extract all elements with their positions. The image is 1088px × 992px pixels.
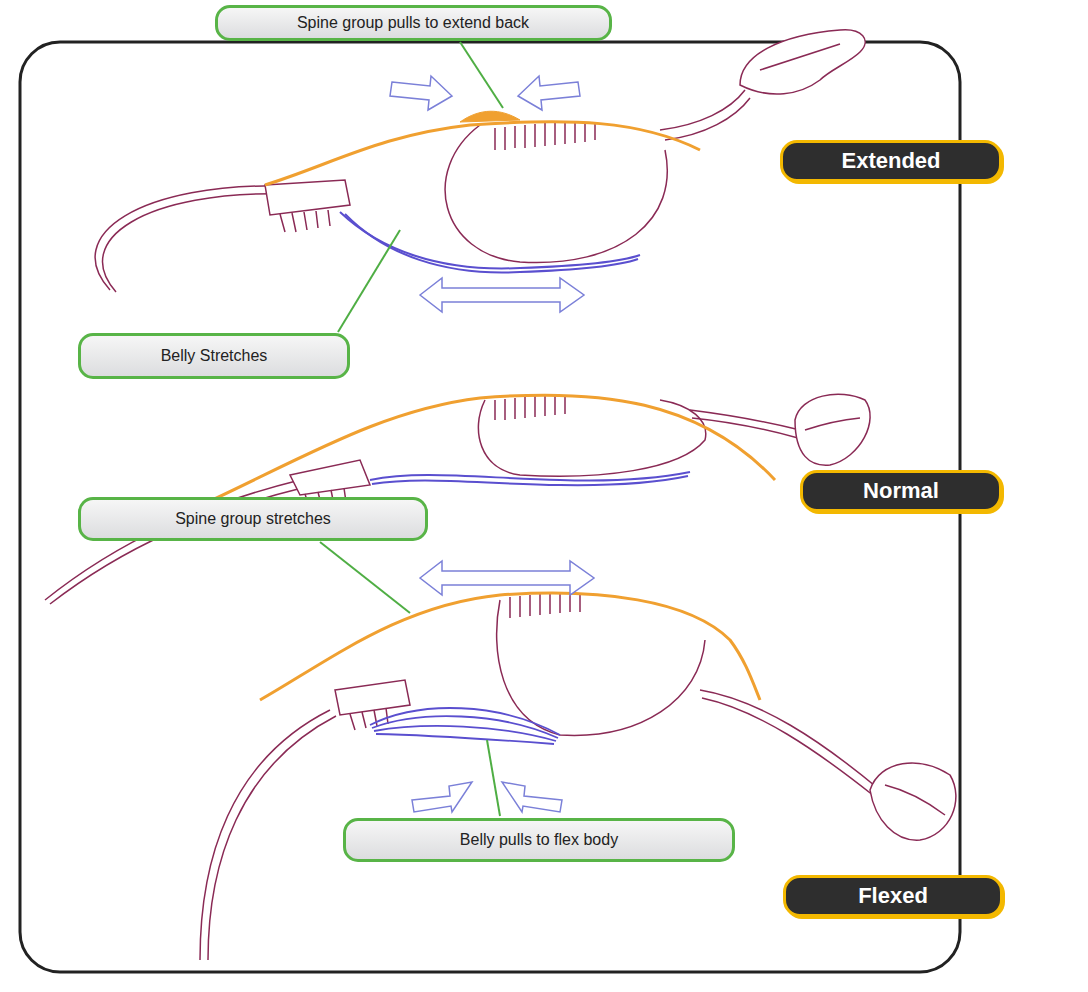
- normal-skeleton: [45, 394, 870, 604]
- skeleton-line: [280, 210, 330, 232]
- skeleton-line: [445, 125, 667, 263]
- belly-muscle: [370, 472, 690, 481]
- skeleton-line: [495, 395, 565, 420]
- flexed-belly: [370, 708, 560, 744]
- skeleton-line: [495, 122, 595, 150]
- callout-label: Spine group pulls to extend back: [215, 5, 612, 41]
- callout-text: Belly pulls to flex body: [460, 831, 618, 849]
- skeleton-line: [702, 698, 874, 796]
- belly-muscle: [340, 212, 640, 268]
- motion-arrow: [412, 782, 472, 812]
- flexed-arrows: [412, 561, 594, 812]
- belly-muscle: [372, 476, 688, 485]
- skeleton-line: [290, 460, 370, 495]
- state-label: Normal: [800, 470, 1002, 512]
- motion-arrow: [518, 76, 580, 110]
- skeleton-line: [478, 400, 705, 476]
- skeleton-line: [497, 600, 705, 735]
- extended-arrows: [390, 76, 584, 312]
- extended-spine: [265, 111, 700, 185]
- spine-muscle: [460, 111, 520, 122]
- skeleton-line: [665, 98, 750, 140]
- callout-text: Spine group stretches: [175, 510, 331, 528]
- skeleton-line: [760, 44, 840, 70]
- motion-arrow: [420, 561, 594, 595]
- spine-muscle: [195, 395, 775, 508]
- skeleton-line: [200, 710, 330, 960]
- belly-muscle: [370, 708, 560, 735]
- skeleton-line: [885, 785, 945, 815]
- state-title: Normal: [863, 478, 939, 504]
- callout-text: Spine group pulls to extend back: [297, 14, 529, 32]
- leader-line: [320, 542, 410, 613]
- leader-line: [487, 740, 500, 816]
- leader-line: [338, 230, 400, 332]
- skeleton-line: [510, 594, 580, 618]
- flexed-spine: [260, 593, 760, 700]
- skeleton-line: [335, 680, 410, 715]
- state-label: Flexed: [783, 875, 1003, 917]
- skeleton-line: [795, 394, 870, 465]
- callout-label: Spine group stretches: [78, 497, 428, 541]
- skeleton-line: [805, 418, 860, 430]
- motion-arrow: [420, 278, 584, 312]
- motion-arrow: [390, 76, 452, 110]
- callout-label: Belly pulls to flex body: [343, 818, 735, 862]
- skeleton-line: [870, 763, 956, 840]
- belly-muscle: [376, 734, 554, 744]
- extended-belly: [340, 212, 640, 272]
- normal-belly: [370, 472, 690, 485]
- skeleton-line: [660, 90, 745, 130]
- state-title: Flexed: [858, 883, 928, 909]
- state-title: Extended: [841, 148, 940, 174]
- skeleton-line: [103, 194, 290, 292]
- leader-lines: [320, 42, 503, 816]
- skeleton-line: [208, 716, 336, 960]
- extended-skeleton: [95, 30, 865, 292]
- normal-spine: [195, 395, 775, 508]
- spine-muscle: [265, 122, 700, 185]
- spine-muscle: [260, 593, 760, 700]
- callout-label: Belly Stretches: [78, 333, 350, 379]
- state-label: Extended: [780, 140, 1002, 182]
- motion-arrow: [502, 782, 562, 812]
- leader-line: [460, 42, 503, 108]
- skeleton-line: [265, 180, 350, 215]
- belly-muscle: [345, 214, 638, 272]
- callout-text: Belly Stretches: [161, 347, 268, 365]
- skeleton-line: [740, 30, 865, 94]
